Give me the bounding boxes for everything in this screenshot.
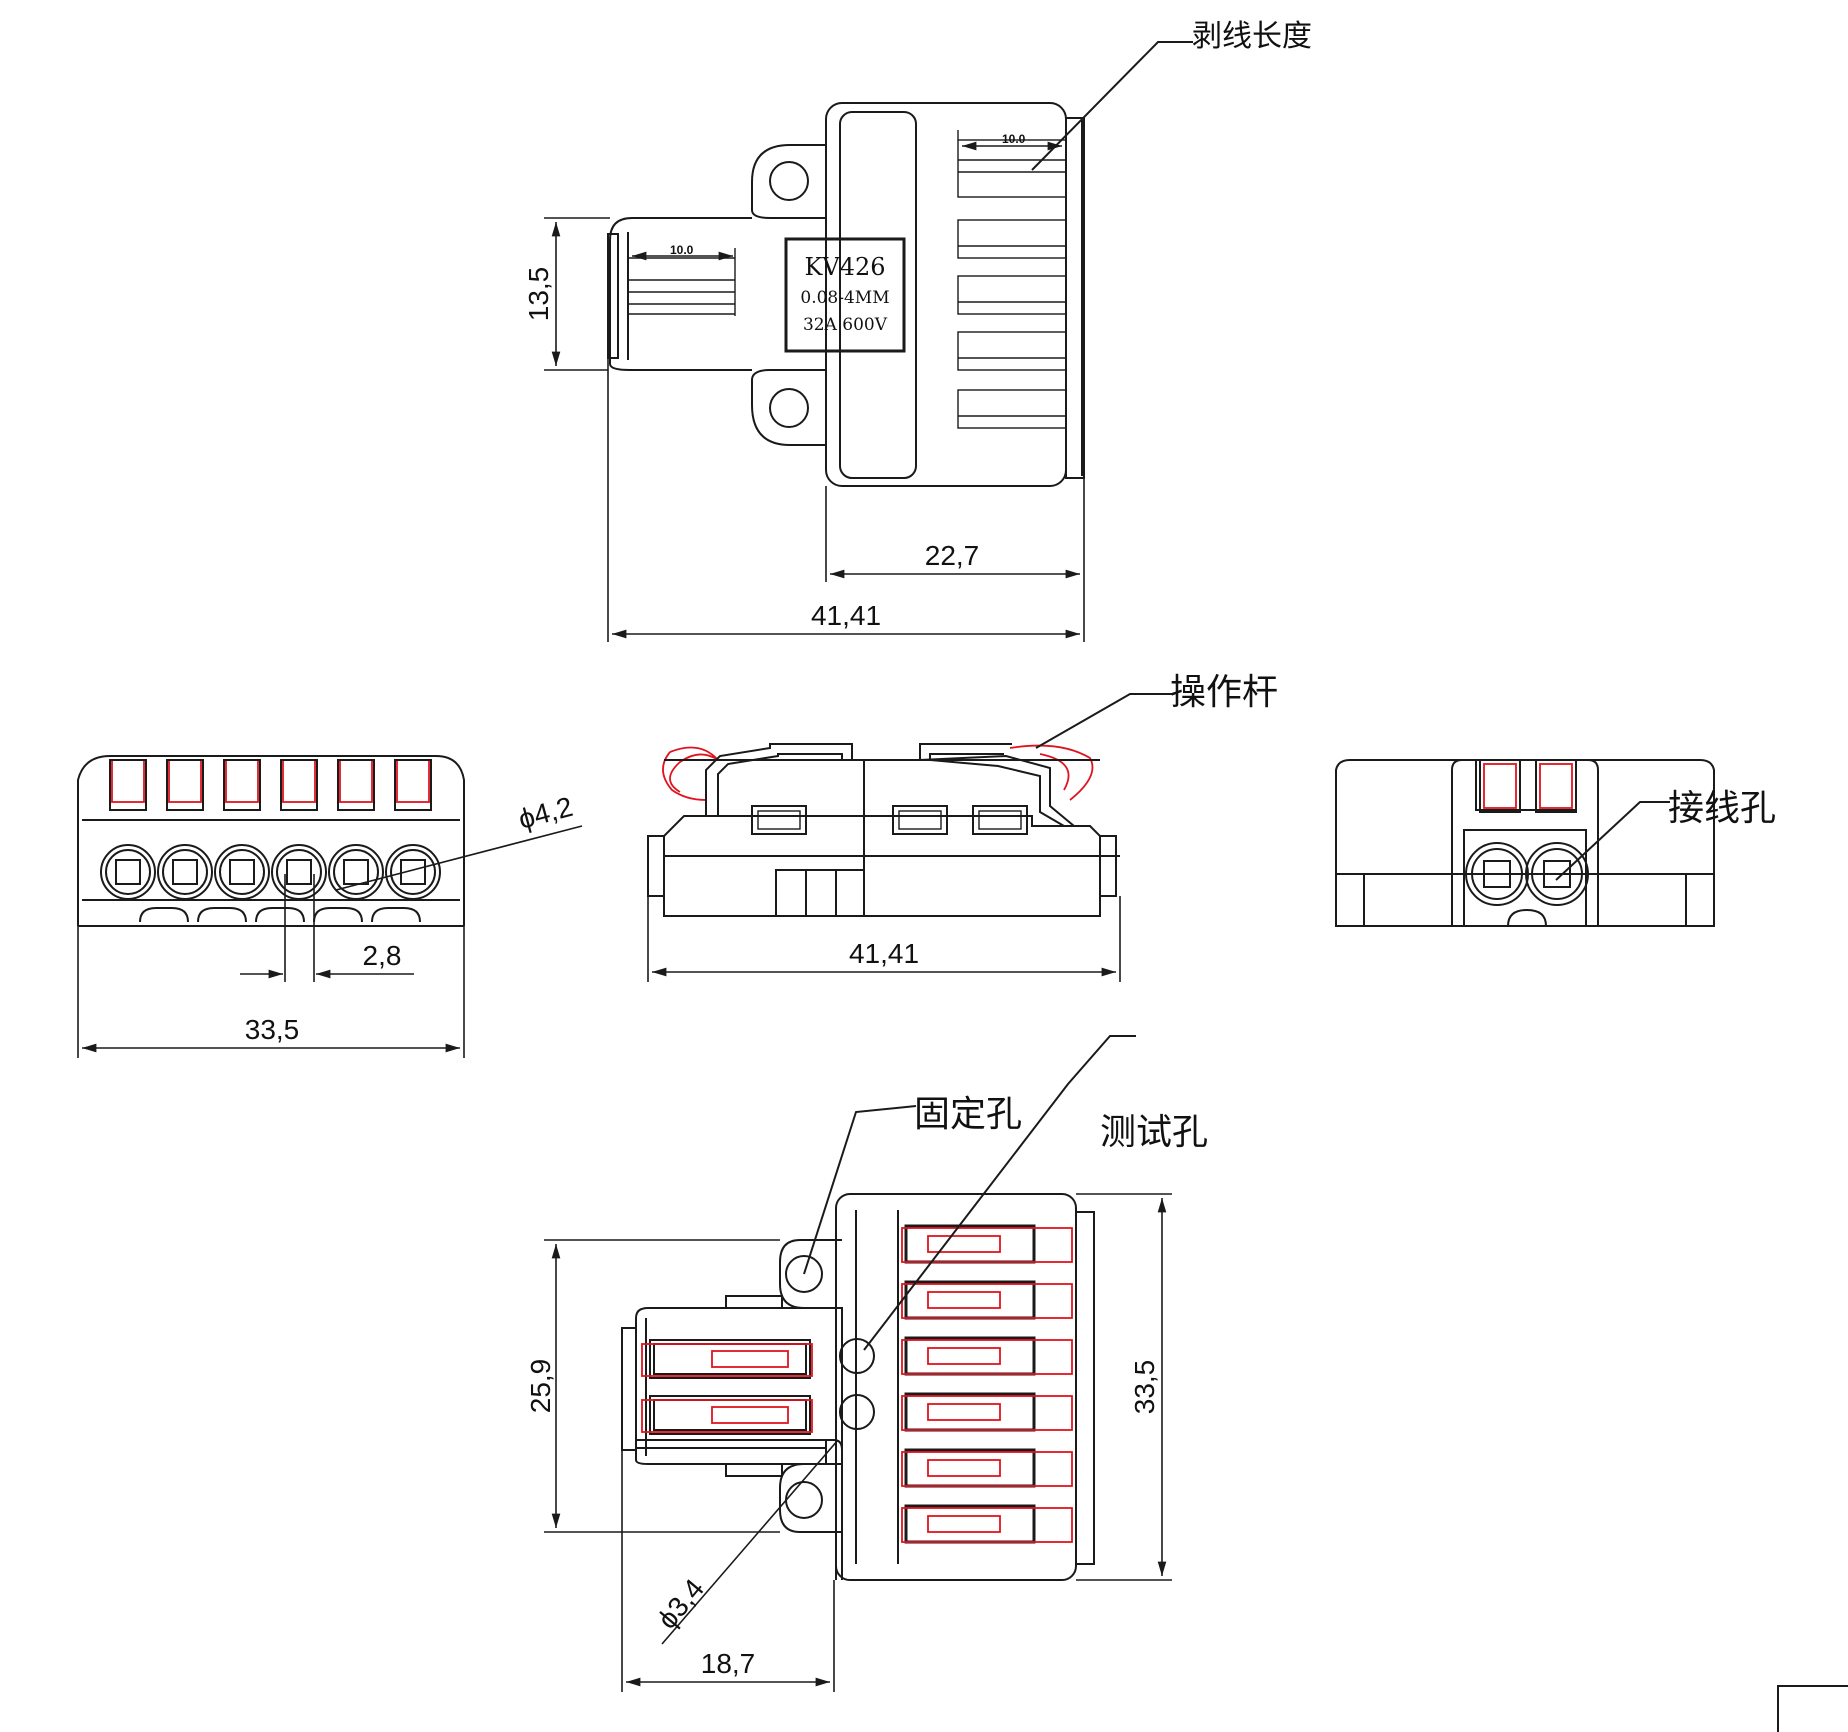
dim-front-width: 33,5 bbox=[245, 1014, 300, 1045]
bottom-ear-lower bbox=[779, 1463, 842, 1533]
label-wire-range: 0.08-4MM bbox=[800, 288, 889, 308]
side-lever-left bbox=[669, 746, 719, 793]
front-wire-holes bbox=[100, 844, 441, 900]
strip-length-label: 剥线长度 bbox=[1192, 19, 1312, 54]
fixing-hole-label: 固定孔 bbox=[914, 1094, 1022, 1135]
dim-front-pitch: 2,8 bbox=[363, 940, 402, 971]
side-view-body bbox=[663, 815, 1101, 917]
bottom-fixing-hole-lower bbox=[785, 1481, 823, 1519]
dim-top-height: 13,5 bbox=[523, 267, 554, 322]
dim-bottom-width: 18,7 bbox=[701, 1648, 756, 1679]
front-view: 2,8 ϕ4,2 33,5 bbox=[77, 755, 583, 1058]
end-view: 接线孔 bbox=[1335, 759, 1776, 927]
fixing-hole-leader bbox=[803, 1105, 917, 1275]
wiring-hole-leader bbox=[1555, 801, 1670, 881]
test-hole-leader bbox=[863, 1035, 1136, 1351]
top-ear-upper bbox=[751, 144, 826, 219]
bottom-view: 固定孔 测试孔 25,9 33,5 ϕ3,4 18,7 bbox=[525, 1035, 1208, 1692]
drawing-frame-corner bbox=[1777, 1685, 1848, 1732]
product-label-box bbox=[784, 237, 906, 353]
top-view: 10.0 KV426 0.08-4MM 32A 600V bbox=[523, 19, 1312, 642]
dim-bottom-hole-dia: ϕ3,4 bbox=[651, 1573, 710, 1635]
operating-lever-label: 操作杆 bbox=[1170, 672, 1278, 713]
top-ear-lower bbox=[751, 369, 826, 446]
label-model: KV426 bbox=[804, 253, 885, 281]
operating-lever-leader bbox=[1035, 693, 1172, 749]
dim-bottom-height-left: 25,9 bbox=[525, 1359, 556, 1414]
top-view-left-tab bbox=[609, 217, 752, 364]
strip-mark-right: 10.0 bbox=[1002, 132, 1026, 146]
top-fixing-hole-lower bbox=[769, 388, 809, 428]
dim-side-width: 41,41 bbox=[849, 938, 919, 969]
dim-top-inner-width: 22,7 bbox=[925, 540, 980, 571]
dim-top-total-width: 41,41 bbox=[811, 600, 881, 631]
front-levers bbox=[109, 759, 432, 811]
dim-front-hole-dia: ϕ4,2 bbox=[515, 791, 576, 835]
dim-bottom-height-right: 33,5 bbox=[1129, 1360, 1160, 1415]
test-hole-2 bbox=[839, 1394, 875, 1430]
label-rating: 32A 600V bbox=[803, 315, 888, 335]
test-hole-1 bbox=[839, 1338, 875, 1374]
wiring-hole-label: 接线孔 bbox=[1668, 788, 1776, 829]
side-lever-right bbox=[1009, 744, 1094, 801]
top-view-terminals: 10.0 bbox=[957, 117, 1085, 479]
bottom-terminals bbox=[901, 1224, 1073, 1544]
bottom-fixing-hole-upper bbox=[785, 1255, 823, 1293]
side-view: 操作杆 41,41 bbox=[647, 672, 1278, 982]
front-view-body bbox=[77, 755, 465, 926]
strip-mark-left: 10.0 bbox=[670, 243, 694, 257]
end-view-body bbox=[1335, 759, 1715, 927]
bottom-ear-upper bbox=[779, 1239, 842, 1309]
strip-length-leader bbox=[1031, 41, 1193, 171]
test-hole-label: 测试孔 bbox=[1100, 1112, 1208, 1153]
top-fixing-hole-upper bbox=[769, 161, 809, 201]
